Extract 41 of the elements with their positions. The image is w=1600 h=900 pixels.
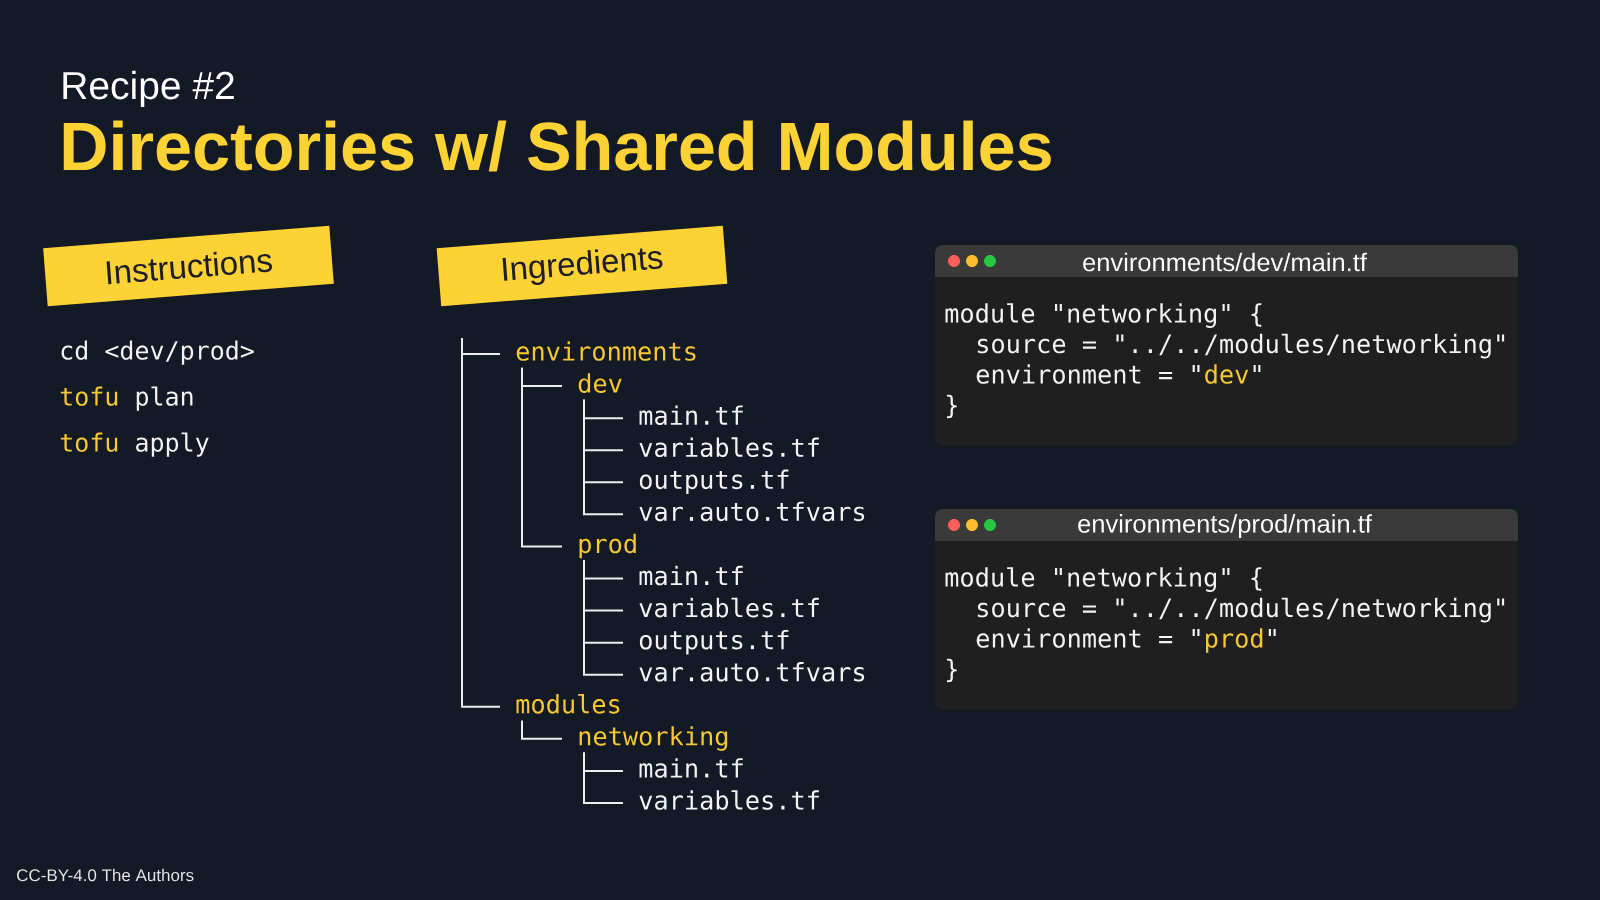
- subtitle: Recipe #2: [63, 70, 234, 108]
- file-name: var.auto.tfvars: [639, 662, 865, 682]
- sticky-note: Ingredients: [436, 225, 728, 307]
- tree-line: [521, 366, 563, 548]
- code-window: [935, 509, 1519, 710]
- file-name: outputs.tf: [639, 629, 789, 655]
- code-line: source = "../../modules/networking": [977, 333, 1505, 359]
- tree-line: [583, 398, 624, 516]
- file-name: variables.tf: [639, 790, 819, 810]
- command-text: cd <dev/prod>: [61, 340, 254, 365]
- code-line: environment = "dev": [976, 364, 1261, 384]
- tree-line: [583, 559, 624, 676]
- file-name: main.tf: [639, 405, 743, 425]
- file-name: outputs.tf: [639, 469, 789, 495]
- license-text: CC-BY-4.0 The Authors: [17, 868, 194, 882]
- command-text: tofu plan: [60, 386, 193, 411]
- window-title-bar: environments/prod/main.tf: [935, 509, 1518, 541]
- code-line: }: [946, 394, 957, 419]
- window-title-bar: environments/dev/main.tf: [935, 245, 1518, 277]
- code-line: module "networking" {: [945, 567, 1262, 592]
- directory-name: modules: [516, 693, 620, 714]
- title: Directories w/ Shared Modules: [63, 120, 1051, 172]
- command-text: tofu apply: [60, 432, 209, 457]
- code-line: environment = "prod": [976, 628, 1276, 653]
- code-line: source = "../../modules/networking": [977, 597, 1505, 623]
- file-name: variables.tf: [639, 437, 819, 458]
- directory-name: prod: [579, 533, 636, 559]
- file-name: main.tf: [639, 565, 743, 586]
- sticky-note: Instructions: [43, 225, 334, 307]
- tree-line: [583, 751, 624, 804]
- code-line: }: [946, 658, 957, 683]
- code-window: [935, 245, 1519, 446]
- file-name: var.auto.tfvars: [639, 501, 865, 522]
- file-name: main.tf: [639, 758, 743, 778]
- directory-name: environments: [516, 341, 696, 361]
- file-name: variables.tf: [639, 597, 819, 618]
- tree-line: [461, 337, 501, 708]
- code-line: module "networking" {: [945, 303, 1262, 328]
- directory-name: networking: [579, 726, 728, 751]
- directory-name: dev: [578, 373, 622, 393]
- tree-line: [521, 719, 563, 740]
